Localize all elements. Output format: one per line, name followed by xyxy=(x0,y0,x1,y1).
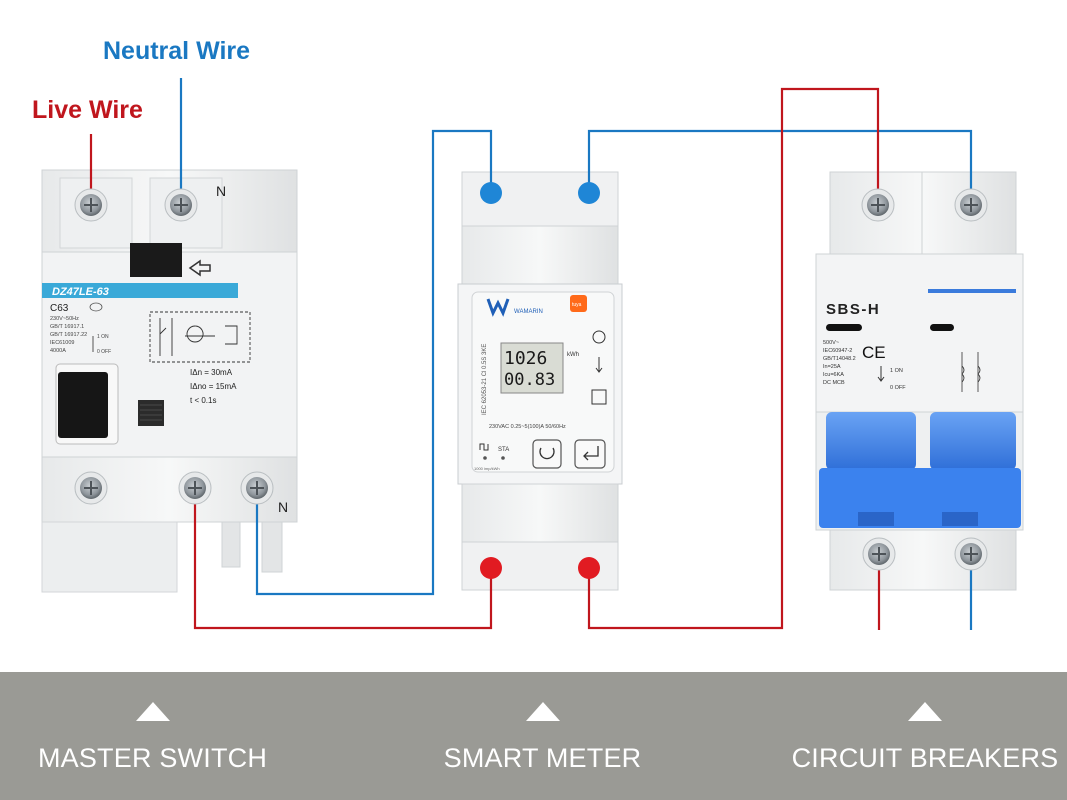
cert-mark-icon xyxy=(89,302,103,312)
ms-model: DZ47LE-63 xyxy=(52,286,109,298)
section-label: SMART METER xyxy=(443,743,642,773)
screw-icon xyxy=(74,471,108,505)
terminal-dot-neutral-in xyxy=(480,182,502,204)
ms-rating: C63 xyxy=(50,303,69,314)
meter-enter-button[interactable] xyxy=(574,439,606,469)
info-icon xyxy=(592,330,606,344)
ms-off-label: 0 OFF xyxy=(97,349,111,355)
ms-spec: GB/T 16917.22 xyxy=(50,332,87,338)
live-wire-ms-to-meter xyxy=(193,488,493,630)
up-arrow-icon xyxy=(525,702,560,721)
meter-pulse-label: STA xyxy=(498,447,509,453)
screw-icon xyxy=(240,471,274,505)
bottom-caption-bar: MASTER SWITCH SMART METER CIRCUIT BREAKE… xyxy=(0,672,1067,800)
cb-indicator-right xyxy=(930,324,954,331)
tuya-badge-icon xyxy=(570,295,587,312)
arrow-icon xyxy=(188,259,211,277)
ce-mark: CE xyxy=(862,343,886,362)
screw-icon xyxy=(954,537,988,571)
ms-on-label: 1 ON xyxy=(97,334,109,340)
live-wire-meter-to-cb xyxy=(587,87,880,630)
ms-n-label-top: N xyxy=(216,183,226,199)
screws xyxy=(74,188,988,571)
meter-app-badge: tuya xyxy=(572,302,582,308)
neutral-wire-meter-to-cb xyxy=(587,129,973,205)
circuit-breakers: SBS-H 500V~ IEC60947-2 GB/T14048.2 In=25… xyxy=(815,171,1024,591)
screw-icon xyxy=(954,188,988,222)
square-icon xyxy=(591,389,607,405)
screw-icon xyxy=(74,188,108,222)
section-label: MASTER SWITCH xyxy=(37,743,268,773)
screw-icon xyxy=(862,537,896,571)
section-label: CIRCUIT BREAKERS xyxy=(791,743,1059,773)
ms-spec: IEC61009 xyxy=(50,340,74,346)
down-arrow-icon xyxy=(595,357,603,373)
section-circuit-breakers: CIRCUIT BREAKERS xyxy=(790,672,1060,800)
cb-spec: DC MCB xyxy=(823,380,845,386)
meter-reset-button[interactable] xyxy=(532,439,562,469)
breaker-handle-right[interactable] xyxy=(930,412,1016,470)
section-smart-meter: SMART METER xyxy=(420,672,665,800)
brand-logo-icon xyxy=(486,298,510,317)
pulse-led xyxy=(483,456,487,460)
circuit-schematic-icon xyxy=(149,311,251,363)
master-switch: DZ47LE-63 C63 230V~50Hz GB/T 16917.1 GB/… xyxy=(41,169,298,593)
ms-trip-spec: IΔn = 30mA xyxy=(190,368,233,377)
up-arrow-icon xyxy=(908,702,942,721)
cb-off-label: 0 OFF xyxy=(890,385,906,391)
meter-unit: kWh xyxy=(567,352,579,358)
status-led xyxy=(501,456,505,460)
breaker-handle-base xyxy=(819,468,1021,528)
up-arrow-icon xyxy=(135,702,170,721)
meter-reading-2: 00.83 xyxy=(504,370,555,390)
terminal-dot-neutral-out xyxy=(578,182,600,204)
meter-vertical-text: IEC 62053-21 Cl 0.5S 3KE xyxy=(482,344,488,415)
wiring-diagram: DZ47LE-63 C63 230V~50Hz GB/T 16917.1 GB/… xyxy=(41,78,1024,630)
cb-on-label: 1 ON xyxy=(890,368,903,374)
live-wire-label: Live Wire xyxy=(32,96,143,124)
meter-rating: 230VAC 0.25~5(100)A 50/60Hz xyxy=(489,424,566,430)
ms-n-label-bottom: N xyxy=(278,499,288,515)
grip-icon xyxy=(138,400,164,426)
ms-trip-spec: t < 0.1s xyxy=(190,396,216,405)
screw-icon xyxy=(861,188,895,222)
pulse-icon xyxy=(479,443,489,451)
cb-spec: IEC60947-2 xyxy=(823,348,852,354)
meter-reading-1: 1026 xyxy=(504,348,547,369)
neutral-wire-ms-to-meter xyxy=(255,129,493,596)
cb-spec: In=25A xyxy=(823,364,841,370)
model-band xyxy=(42,283,238,298)
cb-indicator-left xyxy=(826,324,862,331)
meter-display xyxy=(500,342,564,394)
blue-stripe xyxy=(928,289,1016,293)
test-button xyxy=(130,243,182,277)
refresh-icon xyxy=(539,447,555,460)
cb-model: SBS-H xyxy=(826,301,880,318)
cb-spec: Icu=6KA xyxy=(823,372,844,378)
terminal-dot-live-in xyxy=(480,557,502,579)
breaker-schematic-icon xyxy=(961,352,981,392)
enter-icon xyxy=(583,446,599,461)
cb-spec: GB/T14048.2 xyxy=(823,356,856,362)
screw-icon xyxy=(164,188,198,222)
cb-spec: 500V~ xyxy=(823,340,839,346)
ms-spec: 230V~50Hz xyxy=(50,316,79,322)
breaker-handle-left[interactable] xyxy=(826,412,916,470)
smart-meter: WAMARIN tuya IEC 62053-21 Cl 0.5S 3KE 10… xyxy=(457,171,623,591)
black-toggle xyxy=(58,372,108,438)
section-master-switch: MASTER SWITCH xyxy=(30,672,275,800)
terminal-dot-live-out xyxy=(578,557,600,579)
meter-impulse: 1000 imp/kWh xyxy=(474,466,500,471)
screw-icon xyxy=(178,471,212,505)
ms-trip-spec: IΔno = 15mA xyxy=(190,382,237,391)
ms-spec: 4000A xyxy=(50,348,66,354)
meter-brand: WAMARIN xyxy=(514,309,543,315)
ms-spec: GB/T 16917.1 xyxy=(50,324,84,330)
neutral-wire-label: Neutral Wire xyxy=(103,37,251,65)
meter-terminals xyxy=(480,182,600,579)
